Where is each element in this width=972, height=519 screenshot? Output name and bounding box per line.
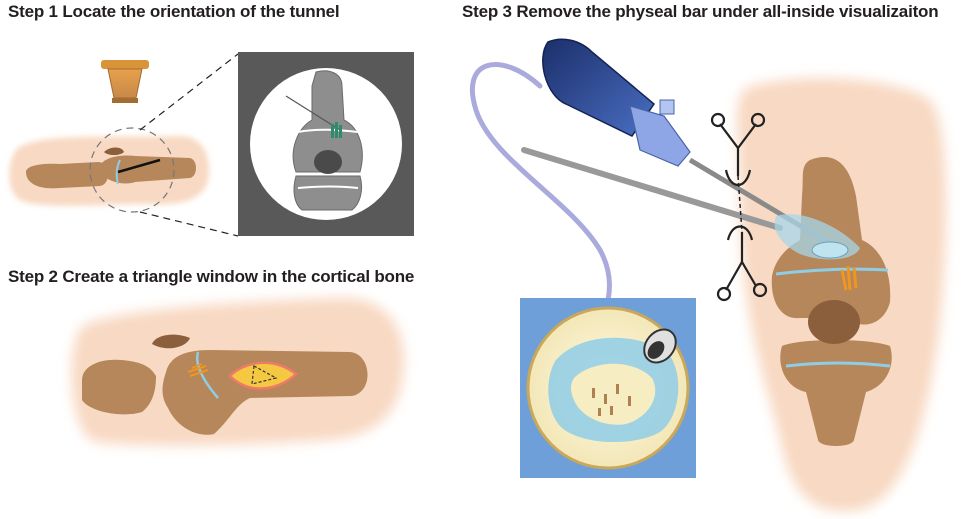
xray-tibial-physis — [297, 185, 359, 189]
c-arm-icon — [101, 60, 149, 103]
step2-leg-illustration — [71, 297, 404, 446]
xray-physis — [297, 128, 359, 133]
step2-tibia — [82, 359, 156, 415]
shaver-instrument — [521, 147, 860, 260]
arthroscopic-view — [520, 298, 696, 478]
retractor-bottom — [716, 225, 768, 302]
step2-femur — [162, 350, 368, 435]
arthro-shaver-tip — [643, 328, 677, 364]
step2-title: Step 2 Create a triangle window in the c… — [8, 267, 415, 286]
step1-physis — [115, 159, 121, 185]
retractor-top — [710, 112, 766, 187]
xray-physeal-bar — [331, 122, 342, 138]
light-cable — [469, 62, 613, 303]
xray-patella — [314, 150, 342, 174]
step1-zoom-line-top — [139, 53, 239, 131]
step1-femur — [100, 155, 196, 184]
step3-physeal-bar — [840, 265, 858, 291]
arthro-bar-area — [571, 363, 656, 425]
portal-dashed-line — [737, 175, 743, 233]
step1-zoom-circle — [89, 127, 175, 213]
step2-triangle-outline — [251, 365, 278, 385]
xray-panel — [238, 52, 414, 236]
step3-physis — [775, 267, 889, 276]
step2-patella — [152, 334, 190, 349]
step1-tibia — [26, 162, 109, 189]
step3-title: Step 3 Remove the physeal bar under all-… — [462, 2, 939, 21]
step3-patella — [808, 300, 860, 344]
step3-knee-illustration — [736, 78, 947, 512]
step2-cortical-window — [228, 361, 298, 390]
xray-tibia — [293, 175, 363, 211]
step1-zoom-line-bottom — [139, 211, 239, 237]
step3-tibial-physis — [785, 361, 891, 368]
arthro-bar-fragments — [592, 384, 631, 416]
step1-leg-illustration — [9, 53, 239, 237]
step3-tibia — [780, 340, 892, 446]
step2-physeal-bar — [187, 363, 209, 377]
step2-physis — [195, 351, 219, 399]
step1-guide-pin — [117, 158, 161, 174]
step1-title: Step 1 Locate the orientation of the tun… — [8, 2, 340, 21]
step1-patella — [104, 147, 124, 155]
